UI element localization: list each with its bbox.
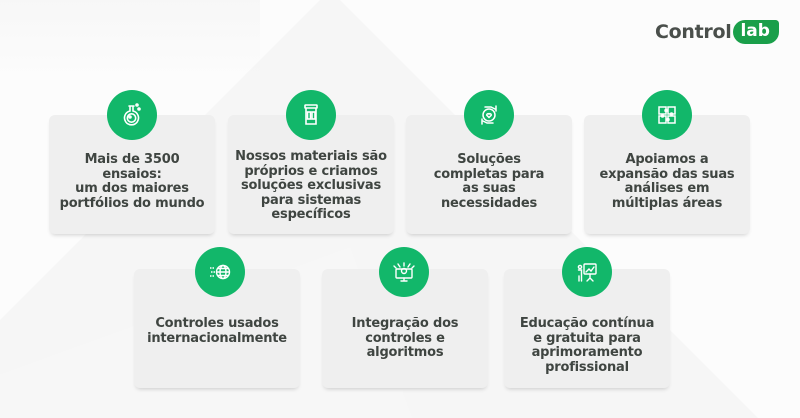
card-text-line: expansão das suas	[599, 166, 735, 182]
card-text-line: para sistemas	[260, 192, 362, 208]
card-text: Soluções completas para as suas necessid…	[412, 152, 566, 211]
feature-card-integracao: Integração dos controles e algoritmos	[322, 247, 488, 388]
card-text: Educação contínua e gratuita para aprimo…	[510, 316, 664, 375]
card-text: Nossos materiais são próprios e criamos …	[234, 149, 388, 223]
feature-card-solucoes: Soluções completas para as suas necessid…	[406, 90, 572, 234]
globe-icon	[195, 247, 245, 297]
card-text-line: internacionalmente	[147, 330, 287, 346]
card-text-line: análises em	[624, 181, 710, 196]
card-text-line: Controles usados	[155, 316, 279, 331]
puzzle-icon	[642, 90, 692, 140]
logo-text-lab: lab	[733, 20, 779, 44]
card-text: Controles usados internacionalmente	[140, 316, 294, 346]
card-text-line: Soluções	[457, 152, 521, 167]
card-text-line: próprios e criamos	[244, 163, 378, 179]
controllab-logo: Control lab	[655, 20, 779, 44]
background-shape	[0, 0, 260, 80]
card-text-line: múltiplas áreas	[611, 195, 723, 211]
feature-card-materiais: Nossos materiais são próprios e criamos …	[228, 90, 394, 234]
card-text-line: algoritmos	[366, 345, 444, 360]
card-text-line: Nossos materiais são	[235, 149, 387, 164]
card-text-line: necessidades	[440, 195, 538, 211]
card-text-line: profissional	[545, 359, 629, 375]
monitor-gear-icon	[379, 247, 429, 297]
card-text-line: Educação contínua	[519, 316, 655, 331]
card-text-line: aprimoramento	[531, 345, 643, 360]
feature-card-educacao: Educação contínua e gratuita para aprimo…	[504, 247, 670, 388]
card-text: Integração dos controles e algoritmos	[328, 316, 482, 361]
card-text: Mais de 3500 ensaios: um dos maiores por…	[55, 152, 209, 211]
logo-text-control: Control	[655, 21, 732, 43]
card-text-line: controles e	[365, 330, 445, 346]
card-text-line: e gratuita para	[533, 330, 641, 346]
card-text-line: portfólios do mundo	[59, 195, 205, 211]
feature-card-ensaios: Mais de 3500 ensaios: um dos maiores por…	[49, 90, 215, 234]
card-text-line: Mais de 3500	[84, 152, 180, 167]
card-text-line: Integração dos	[351, 316, 459, 331]
presentation-board-icon	[562, 247, 612, 297]
card-text-line: específicos	[271, 207, 351, 222]
feature-card-expansao: Apoiamos a expansão das suas análises em…	[584, 90, 750, 234]
feature-card-internacional: Controles usados internacionalmente	[134, 247, 300, 388]
card-text: Apoiamos a expansão das suas análises em…	[590, 152, 744, 211]
flask-icon	[107, 90, 157, 140]
card-text-line: soluções exclusivas	[240, 178, 382, 193]
jar-icon	[286, 90, 336, 140]
card-text-line: um dos maiores	[75, 181, 189, 196]
hands-heart-icon	[464, 90, 514, 140]
card-text-line: as suas	[462, 181, 516, 196]
card-text-line: Apoiamos a	[625, 152, 709, 167]
card-text-line: completas para	[433, 166, 545, 182]
card-text-line: ensaios:	[102, 166, 162, 182]
